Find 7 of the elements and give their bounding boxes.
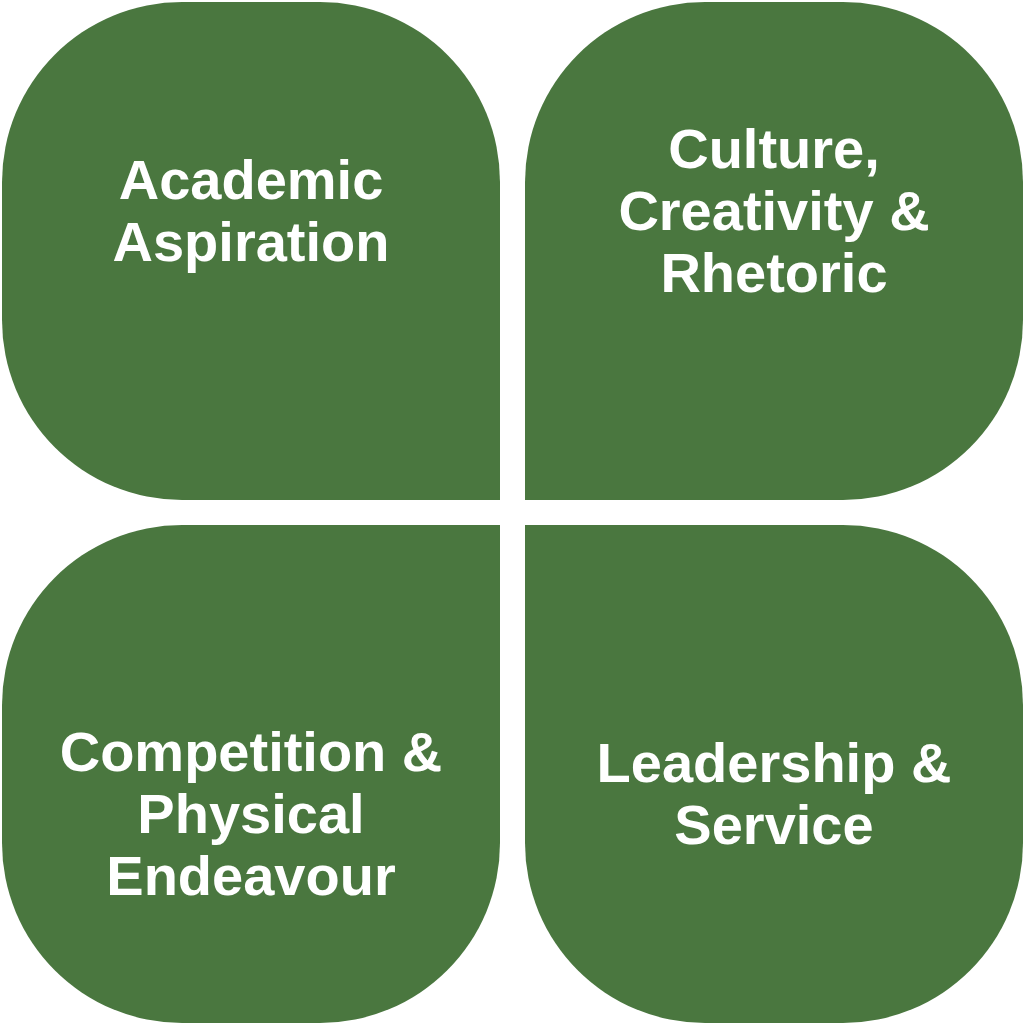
panel-title: Academic Aspiration	[111, 149, 391, 273]
panel-title: Culture, Creativity & Rhetoric	[617, 118, 931, 304]
leaf-panel	[2, 525, 500, 1023]
leaf-panel	[525, 525, 1023, 1023]
panel-title: Competition & Physical Endeavour	[58, 721, 444, 907]
panel-title: Leadership & Service	[595, 732, 953, 856]
leaf-panel	[525, 2, 1023, 500]
